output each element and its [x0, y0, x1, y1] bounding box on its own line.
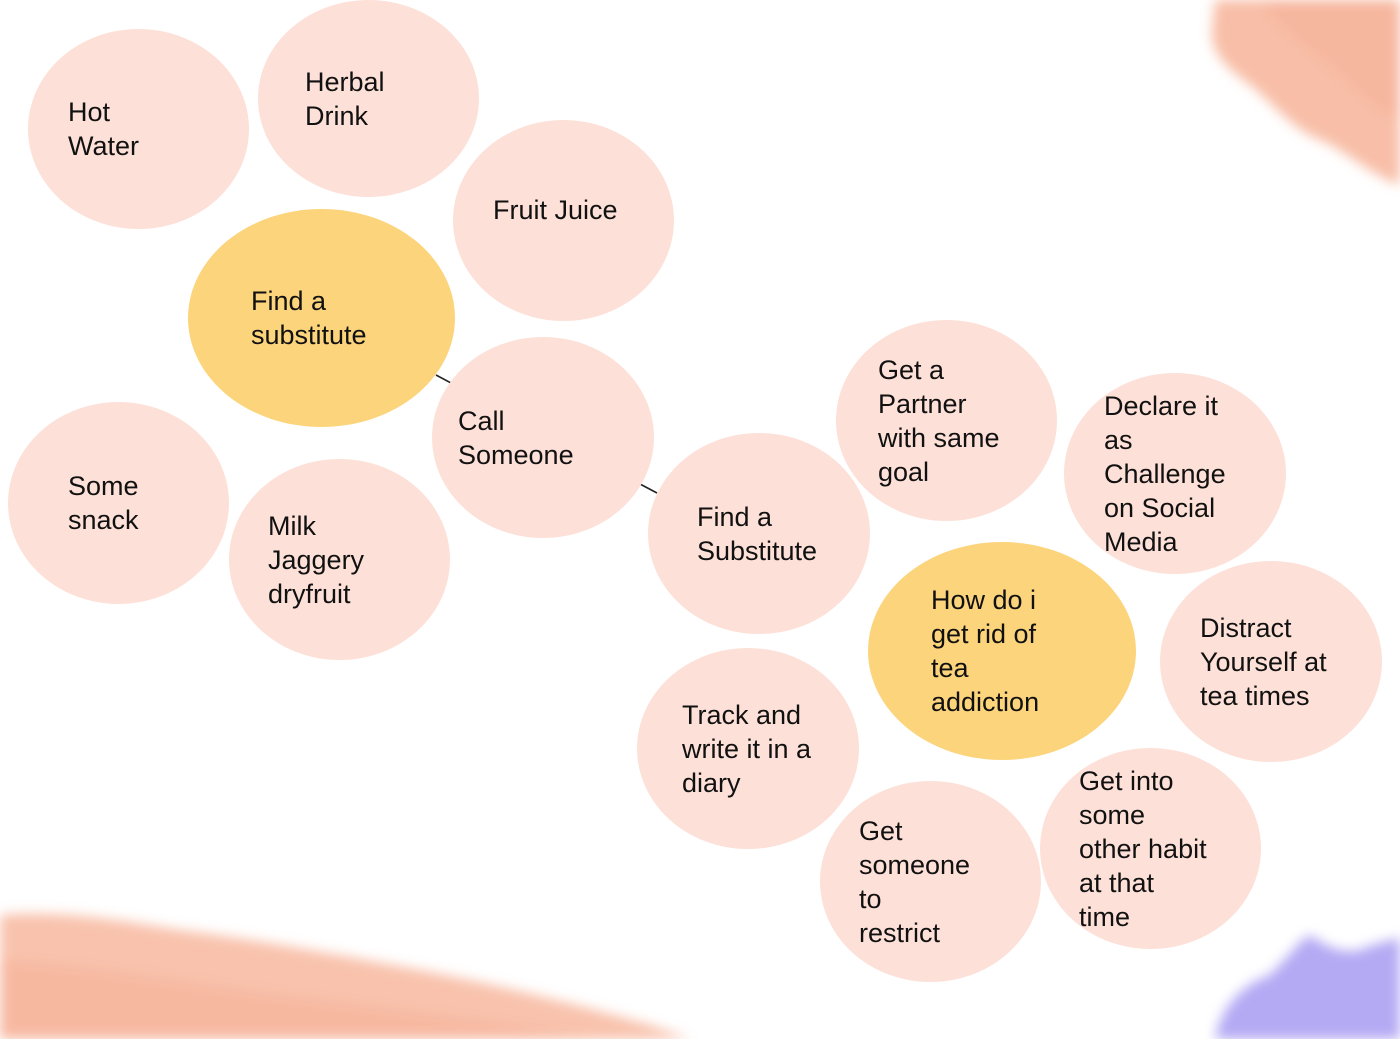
idea-bubble-milk-jaggery-dryfruit[interactable]: Milk Jaggery dryfruit: [229, 459, 450, 660]
idea-bubble-declare-challenge[interactable]: Declare it as Challenge on Social Media: [1064, 373, 1286, 574]
connector-line: [435, 374, 452, 384]
idea-bubble-track-diary[interactable]: Track and write it in a diary: [637, 648, 859, 849]
bubble-label: Call Someone: [458, 405, 574, 470]
bubble-label: How do i get rid of tea addiction: [931, 585, 1040, 717]
peach-splash-top-right: [1211, 0, 1400, 185]
bubble-label: Get a Partner with same goal: [878, 354, 1000, 487]
bubble-label: Find a Substitute: [697, 501, 818, 566]
bubble-label: Hot Water: [68, 97, 140, 161]
idea-bubble-distract-yourself[interactable]: Distract Yourself at tea times: [1160, 561, 1382, 762]
bubble-label: Milk Jaggery dryfruit: [268, 510, 365, 609]
central-topic-find-a-substitute[interactable]: Find a substitute: [188, 209, 455, 427]
idea-bubble-get-someone-to-restrict[interactable]: Get someone to restrict: [820, 781, 1041, 982]
connector-line: [639, 483, 658, 494]
blue-splash-bottom-right: [1215, 935, 1400, 1039]
idea-bubble-call-someone[interactable]: Call Someone: [432, 337, 654, 538]
idea-bubble-fruit-juice[interactable]: Fruit Juice: [453, 120, 674, 321]
bubble-label: Distract Yourself at tea times: [1200, 612, 1327, 711]
bubble-label: Some snack: [68, 471, 139, 535]
idea-bubble-find-a-substitute[interactable]: Find a Substitute: [648, 433, 870, 634]
bubble-label: Declare it as Challenge on Social Media: [1104, 390, 1226, 557]
idea-bubble-some-snack[interactable]: Some snack: [8, 402, 229, 604]
bubble-label: Get someone to restrict: [859, 815, 971, 948]
idea-bubble-herbal-drink[interactable]: Herbal Drink: [258, 0, 479, 197]
idea-bubble-other-habit[interactable]: Get into some other habit at that time: [1040, 748, 1261, 949]
idea-bubble-hot-water[interactable]: Hot Water: [28, 29, 249, 229]
peach-splash-bottom-left: [0, 913, 690, 1039]
bubble-label: Herbal Drink: [305, 66, 385, 131]
bubble-label: Fruit Juice: [493, 195, 618, 225]
bubble-label: Get into some other habit at that time: [1079, 765, 1207, 932]
bubble-label: Track and write it in a diary: [682, 699, 812, 798]
idea-bubble-get-a-partner[interactable]: Get a Partner with same goal: [836, 320, 1057, 521]
bubble-label: Find a substitute: [251, 286, 367, 350]
central-topic-tea-addiction[interactable]: How do i get rid of tea addiction: [868, 542, 1136, 760]
